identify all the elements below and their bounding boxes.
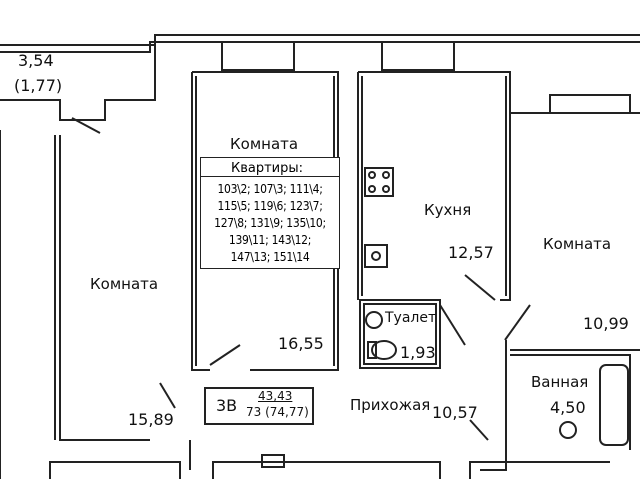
toilet-area: 1,93 [400,343,436,362]
apartment-type: 3В [216,396,238,415]
wall [480,340,507,471]
room-center-area: 16,55 [278,334,324,353]
outer-wall [0,34,640,46]
toilet-sink-icon [365,311,383,329]
room-right-name: Комната [543,235,612,253]
wall [358,71,511,301]
window [381,41,455,71]
window [221,41,295,71]
corner-area-sub: (1,77) [14,76,63,95]
apartments-line: 103\2; 107\3; 111\4; [217,182,323,196]
toilet-bowl-icon [371,340,397,360]
door-swing [504,304,531,341]
door-swing [209,344,241,366]
apartments-line: 127\8; 131\9; 135\10; [214,216,326,230]
living-area: 43,43 [258,389,293,403]
bathtub-icon [599,364,629,446]
total-area: 73 (74,77) [246,405,309,419]
kitchen-name: Кухня [424,201,472,219]
door-swing [469,419,489,441]
bathroom-area: 4,50 [550,398,586,417]
door-swing [71,117,101,134]
hallway-area: 10,57 [432,403,478,422]
wall [59,135,150,441]
wall [469,461,610,479]
bath-sink-icon [559,421,577,439]
apartments-line: 147\13; 151\14 [230,250,310,264]
apartments-title: Квартиры: [231,161,304,176]
toilet-inner [363,303,437,365]
wall [212,461,441,479]
hallway-name: Прихожая [350,396,431,414]
sink-icon [364,244,388,268]
wall [191,72,210,371]
room-left-area: 15,89 [128,410,174,429]
outer-wall [0,41,640,53]
door-swing [439,304,466,346]
wall [49,461,181,479]
kitchen-area: 12,57 [448,243,494,262]
room-left-name: Комната [90,275,159,293]
window [549,94,631,114]
corner-area: 3,54 [18,51,54,70]
toilet-name: Туалет [385,310,437,326]
divider [201,176,339,177]
room-center-name: Комната [230,135,299,153]
room-right-area: 10,99 [583,314,629,333]
bathroom-name: Ванная [531,373,589,391]
apartments-box: Квартиры: 103\2; 107\3; 111\4; 115\5; 11… [200,157,340,269]
wall [0,45,156,121]
apartments-line: 115\5; 119\6; 123\7; [217,199,323,213]
door-swing [159,382,176,409]
column [261,454,285,468]
apartments-line: 139\11; 143\12; [228,233,312,247]
door-swing [464,274,496,301]
toilet-walls [359,299,441,369]
summary-box [204,387,314,425]
stove-icon [364,167,394,197]
wall [510,354,631,450]
